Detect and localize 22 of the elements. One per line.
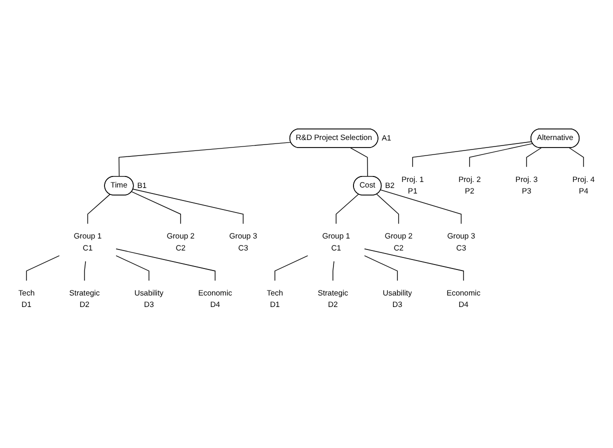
node-code: B1 xyxy=(137,182,147,191)
connector xyxy=(118,142,292,178)
connector xyxy=(332,261,334,282)
connector xyxy=(412,142,532,168)
connector xyxy=(116,249,216,282)
connector xyxy=(274,256,308,282)
connector xyxy=(469,144,533,168)
connector xyxy=(116,256,150,282)
connector xyxy=(84,261,86,282)
connector xyxy=(131,192,181,225)
connector xyxy=(364,249,464,282)
connector xyxy=(376,194,400,225)
connector xyxy=(26,256,60,282)
node-code: A1 xyxy=(382,134,392,144)
connector xyxy=(336,194,359,225)
connector xyxy=(87,194,110,225)
connector xyxy=(569,148,584,168)
connector xyxy=(380,190,462,225)
connector xyxy=(526,148,542,168)
node-code: B2 xyxy=(385,182,395,191)
connector xyxy=(364,256,398,282)
connector xyxy=(132,189,244,225)
